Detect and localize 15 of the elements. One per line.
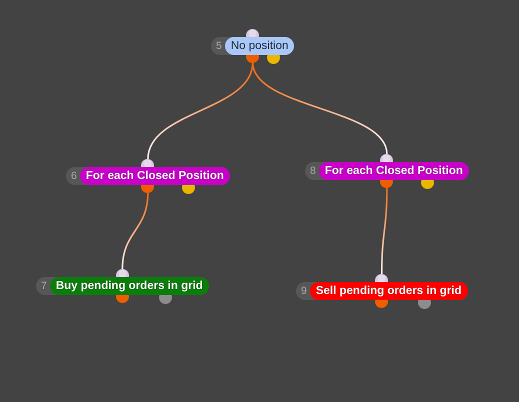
node-number: 8 [309, 164, 317, 179]
node-label: For each Closed Position [318, 162, 469, 180]
node-pill [211, 37, 294, 55]
connector-line [147, 62, 254, 160]
node-label: No position [224, 37, 294, 55]
node-label: For each Closed Position [80, 167, 230, 185]
node-number: 7 [40, 279, 48, 294]
connector-line [122, 192, 149, 270]
node-label: Buy pending orders in grid [50, 277, 209, 295]
node-number: 9 [300, 284, 308, 299]
node-number: 6 [70, 169, 78, 184]
node-label: Sell pending orders in grid [310, 282, 468, 300]
connector-line [252, 62, 388, 154]
connector-line [380, 187, 388, 274]
node-number: 5 [215, 39, 223, 54]
